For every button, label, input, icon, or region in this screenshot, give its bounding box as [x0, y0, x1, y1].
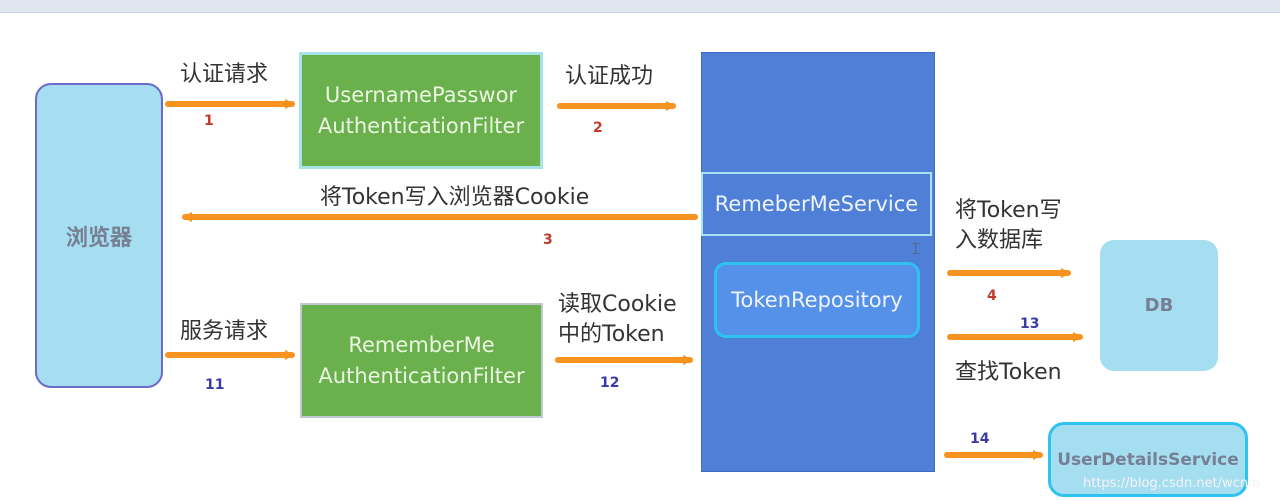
text-cursor-icon: ⌶ — [911, 239, 921, 258]
label-service-request: 服务请求 — [180, 319, 269, 344]
rememberme-filter-line1: RememberMe — [348, 332, 495, 357]
token-repository-node: TokenRepository — [714, 262, 920, 338]
label-find-token: 查找Token — [955, 360, 1062, 385]
label-write-db-line2: 入数据库 — [955, 228, 1044, 253]
username-filter-line2: AuthenticationFilter — [317, 113, 525, 138]
label-write-cookie: 将Token写入浏览器Cookie — [320, 185, 590, 210]
label-write-db: 将Token写 入数据库 — [955, 196, 1062, 256]
user-details-service-node: UserDetailsService — [1048, 422, 1248, 497]
db-label: DB — [1144, 295, 1174, 316]
user-details-service-label: UserDetailsService — [1057, 449, 1239, 470]
step-number: 12 — [600, 375, 620, 391]
label-read-cookie-line2: 中的Token — [558, 322, 665, 347]
token-repository-label: TokenRepository — [731, 288, 903, 312]
window-top-strip — [0, 0, 1280, 13]
label-auth-success: 认证成功 — [565, 64, 654, 89]
step-number: 13 — [1020, 316, 1040, 332]
db-node: DB — [1100, 240, 1218, 371]
label-read-cookie: 读取Cookie 中的Token — [558, 290, 677, 350]
step-number: 11 — [205, 377, 225, 393]
rememberme-filter-node: RememberMe AuthenticationFilter — [300, 303, 543, 418]
remember-service-node: RemeberMeService — [701, 172, 932, 236]
label-write-db-line1: 将Token写 — [955, 198, 1062, 223]
browser-node: 浏览器 — [35, 83, 163, 388]
rememberme-filter-line2: AuthenticationFilter — [318, 363, 525, 388]
step-number: 2 — [593, 120, 603, 136]
username-password-filter-node: UsernamePasswor AuthenticationFilter — [299, 52, 543, 169]
label-read-cookie-line1: 读取Cookie — [558, 292, 677, 317]
step-number: 3 — [543, 232, 553, 248]
username-filter-line1: UsernamePasswor — [324, 82, 518, 107]
watermark: https://blog.csdn.net/wcnlb — [1083, 476, 1260, 491]
step-number: 1 — [204, 113, 214, 129]
step-number: 4 — [987, 288, 997, 304]
step-number: 14 — [970, 431, 990, 447]
browser-label: 浏览器 — [65, 225, 132, 251]
diagram-canvas — [0, 13, 1280, 501]
remember-service-label: RemeberMeService — [714, 192, 919, 216]
label-auth-request: 认证请求 — [180, 62, 269, 87]
